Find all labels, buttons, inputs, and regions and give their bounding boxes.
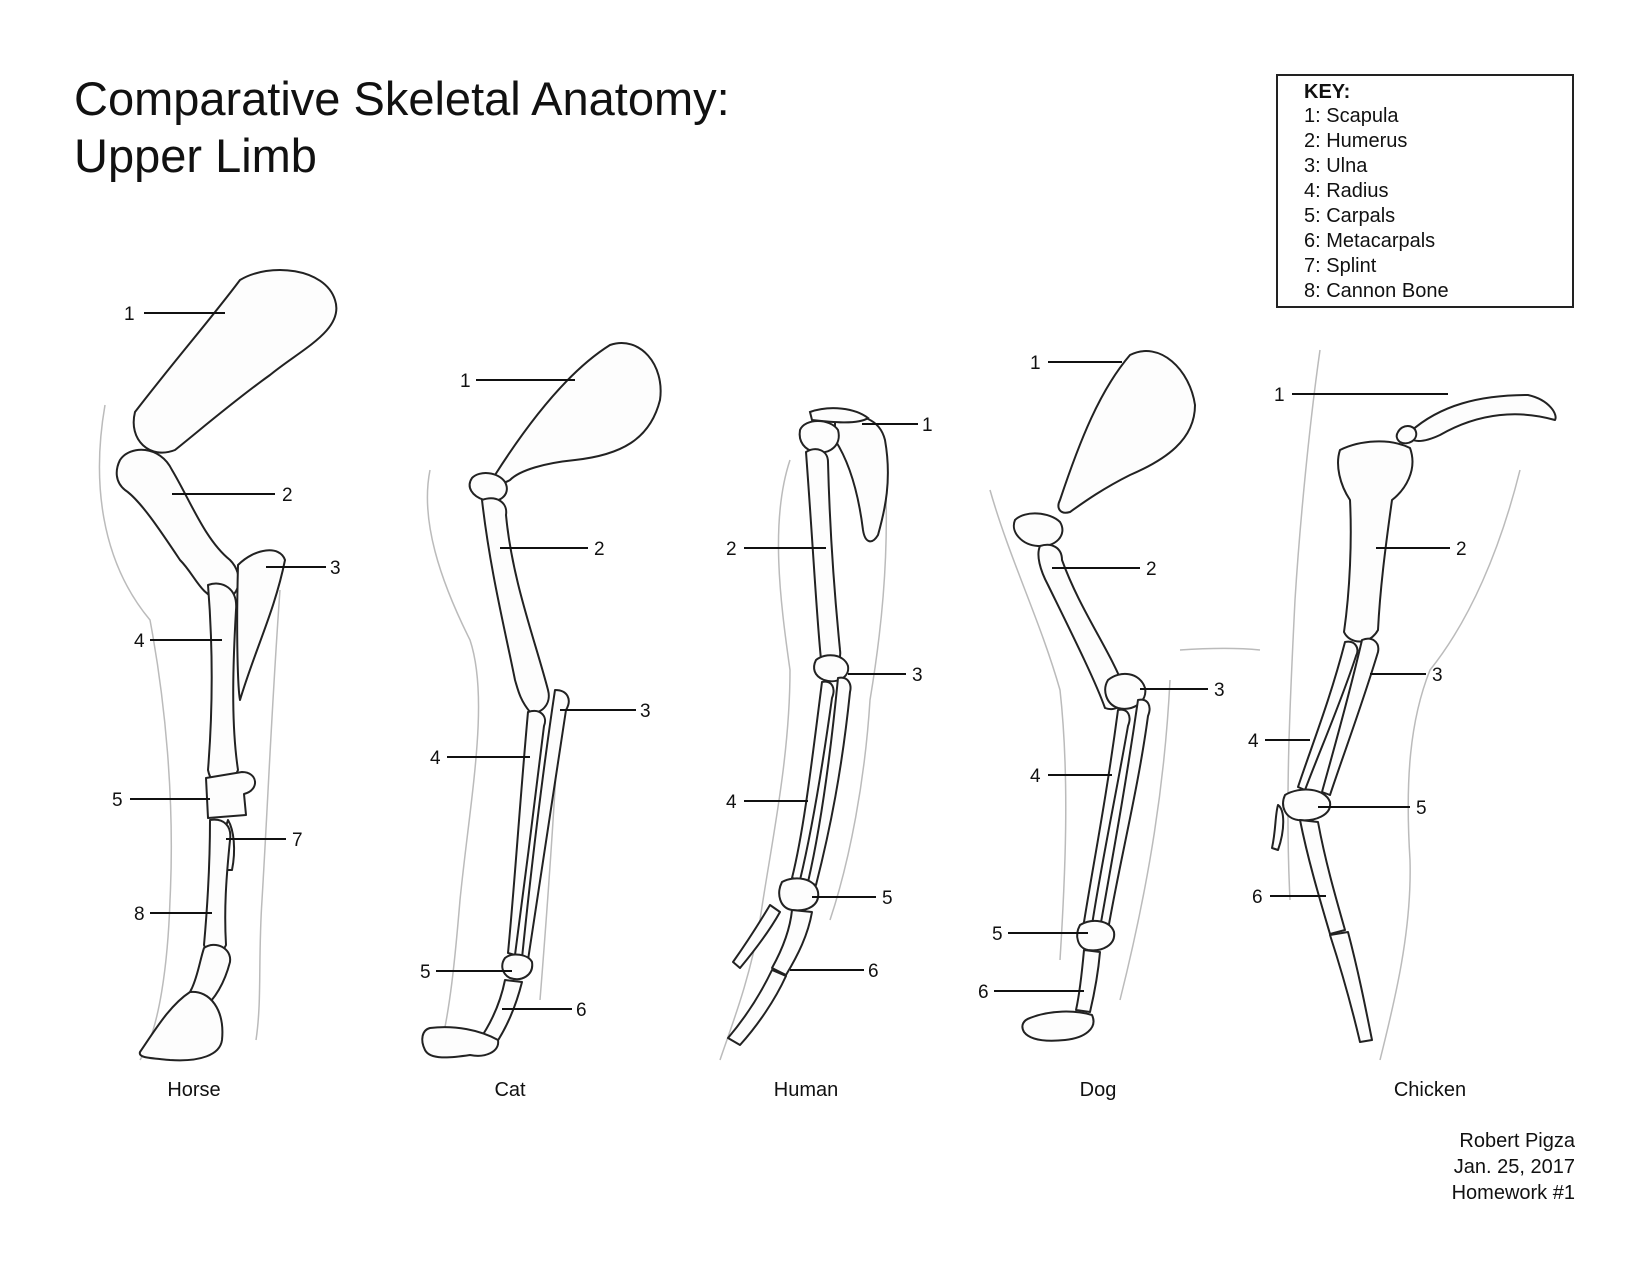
horse-limb: 1 2 3 4 5 7 8 Horse <box>98 269 341 1101</box>
dog-label-3: 3 <box>1214 680 1225 701</box>
human-label-1: 1 <box>922 415 933 436</box>
human-label-2: 2 <box>726 539 737 560</box>
horse-radius <box>207 582 239 786</box>
dog-caption: Dog <box>1080 1079 1117 1101</box>
horse-scapula <box>132 269 338 454</box>
chicken-label-5: 5 <box>1416 798 1427 819</box>
key-box: KEY: 1: Scapula 2: Humerus 3: Ulna 4: Ra… <box>1276 74 1574 308</box>
horse-label-5: 5 <box>112 790 123 811</box>
chicken-label-3: 3 <box>1432 665 1443 686</box>
human-ulna <box>807 676 852 886</box>
human-fingers <box>727 969 787 1046</box>
horse-label-1: 1 <box>124 304 135 325</box>
chicken-label-6: 6 <box>1252 887 1263 908</box>
dog-scapula <box>1057 350 1196 514</box>
dog-shoulder-joint <box>1012 512 1064 548</box>
author-date: Jan. 25, 2017 <box>1453 1156 1575 1178</box>
cat-radius <box>507 710 546 956</box>
dog-label-5: 5 <box>992 924 1003 945</box>
chicken-label-4: 4 <box>1248 731 1259 752</box>
dog-label-6: 6 <box>978 982 989 1003</box>
chicken-coracoid-joint <box>1395 425 1418 445</box>
chicken-humerus <box>1337 440 1414 643</box>
title-line-1: Comparative Skeletal Anatomy: <box>74 72 730 125</box>
key-item-cannon-bone: 8: Cannon Bone <box>1304 280 1449 302</box>
dog-radius <box>1083 708 1131 926</box>
key-item-humerus: 2: Humerus <box>1304 130 1408 152</box>
chicken-label-1: 1 <box>1274 385 1285 406</box>
human-label-5: 5 <box>882 888 893 909</box>
chicken-ulna <box>1321 637 1380 796</box>
cat-limb: 1 2 3 4 5 6 Cat <box>420 342 662 1101</box>
cat-carpals <box>501 953 534 981</box>
cat-humerus <box>481 497 550 714</box>
author-assignment: Homework #1 <box>1451 1182 1575 1204</box>
horse-caption: Horse <box>167 1079 220 1101</box>
horse-humerus <box>115 448 240 601</box>
chicken-limb: 1 2 3 4 5 6 Chicken <box>1248 349 1557 1101</box>
horse-label-3: 3 <box>330 558 341 579</box>
cat-label-4: 4 <box>430 748 441 769</box>
human-label-4: 4 <box>726 792 737 813</box>
key-item-carpals: 5: Carpals <box>1304 205 1396 227</box>
chicken-radius <box>1297 640 1359 791</box>
chicken-caption: Chicken <box>1394 1079 1466 1101</box>
cat-caption: Cat <box>494 1079 526 1101</box>
human-label-6: 6 <box>868 961 879 982</box>
cat-label-3: 3 <box>640 701 651 722</box>
page-title: Comparative Skeletal Anatomy: Upper Limb <box>74 70 730 184</box>
human-thumb <box>732 904 781 969</box>
human-carpals <box>778 877 820 912</box>
chicken-scapula <box>1408 394 1557 442</box>
horse-label-4: 4 <box>134 631 145 652</box>
cat-label-2: 2 <box>594 539 605 560</box>
key-heading: KEY: <box>1304 81 1351 103</box>
horse-hoof <box>138 990 224 1062</box>
dog-ulna <box>1099 698 1151 931</box>
horse-cannon <box>203 818 232 956</box>
chicken-digit <box>1271 804 1285 851</box>
title-line-2: Upper Limb <box>74 129 317 182</box>
cat-label-1: 1 <box>460 371 471 392</box>
dog-carpals <box>1076 919 1116 952</box>
cat-label-5: 5 <box>420 962 431 983</box>
human-metacarpals <box>771 909 813 976</box>
human-caption: Human <box>774 1079 838 1101</box>
dog-limb: 1 2 3 4 5 6 Dog <box>978 350 1261 1101</box>
cat-paw <box>421 1026 500 1059</box>
horse-carpals <box>205 771 256 819</box>
human-radius <box>791 680 835 881</box>
human-label-3: 3 <box>912 665 923 686</box>
chicken-phalanges <box>1329 931 1373 1043</box>
author-name: Robert Pigza <box>1459 1130 1575 1152</box>
human-humeral-head <box>798 420 840 454</box>
key-item-scapula: 1: Scapula <box>1304 105 1399 127</box>
key-item-metacarpals: 6: Metacarpals <box>1304 230 1436 252</box>
horse-label-7: 7 <box>292 830 303 851</box>
horse-label-2: 2 <box>282 485 293 506</box>
human-scapula <box>834 415 889 543</box>
dog-label-2: 2 <box>1146 559 1157 580</box>
dog-label-4: 4 <box>1030 766 1041 787</box>
horse-label-8: 8 <box>134 904 145 925</box>
chicken-carpals <box>1282 788 1332 822</box>
human-limb: 1 2 3 4 5 6 Human <box>719 407 933 1101</box>
cat-shoulder-joint <box>468 472 508 503</box>
chicken-metacarpals <box>1299 819 1346 935</box>
horse-ulna <box>236 549 286 701</box>
key-item-ulna: 3: Ulna <box>1304 155 1368 177</box>
key-item-radius: 4: Radius <box>1304 180 1389 202</box>
cat-label-6: 6 <box>576 1000 587 1021</box>
dog-paw <box>1021 1010 1095 1042</box>
cat-scapula <box>492 342 662 485</box>
chicken-label-2: 2 <box>1456 539 1467 560</box>
author-block: Robert Pigza Jan. 25, 2017 Homework #1 <box>1452 1128 1575 1206</box>
cat-ulna <box>521 689 570 961</box>
human-humerus <box>805 448 842 670</box>
dog-metacarpals <box>1075 949 1101 1013</box>
dog-label-1: 1 <box>1030 353 1041 374</box>
key-item-splint: 7: Splint <box>1304 255 1377 277</box>
